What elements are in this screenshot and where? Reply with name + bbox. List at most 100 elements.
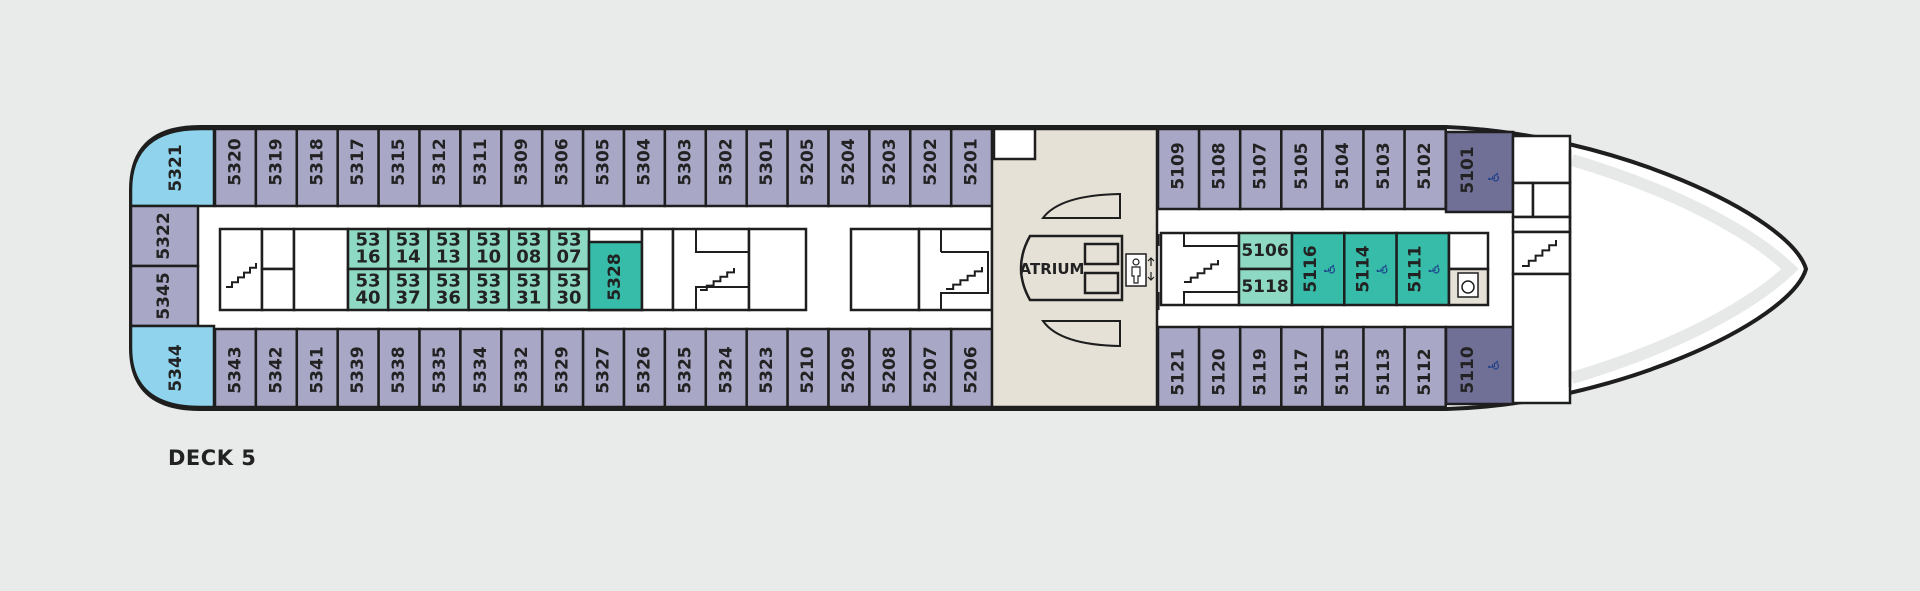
- cabin-5328[interactable]: [587, 240, 644, 312]
- cabin-5330[interactable]: [547, 267, 591, 312]
- stairwell: [671, 227, 751, 312]
- cabin-label: 5115: [1333, 348, 1353, 395]
- cabin-5205[interactable]: [786, 127, 830, 208]
- cabin-5344[interactable]: [129, 324, 216, 409]
- cabin-5206[interactable]: [949, 327, 994, 409]
- washing-machine-icon: [1457, 272, 1479, 298]
- cabin-label: 5344: [166, 344, 186, 391]
- cabin-5335[interactable]: [418, 327, 462, 409]
- cabin-5306[interactable]: [540, 127, 585, 208]
- cabin-label: 5104: [1333, 142, 1353, 189]
- cabin-5104[interactable]: [1321, 127, 1365, 211]
- cabin-5111[interactable]: [1395, 231, 1451, 307]
- cabin-5318[interactable]: [295, 127, 339, 208]
- cabin-5116[interactable]: [1290, 231, 1346, 307]
- cabin-5309[interactable]: [500, 127, 544, 208]
- cabin-5315[interactable]: [377, 127, 421, 208]
- cabin-5108[interactable]: [1197, 127, 1242, 211]
- cabin-label: 5120: [1210, 348, 1230, 395]
- cabin-5107[interactable]: [1238, 127, 1283, 211]
- cabin-5311[interactable]: [459, 127, 503, 208]
- stair-walls: [695, 229, 749, 310]
- cabin-label-bottom: 07: [556, 247, 581, 268]
- cabin-5109[interactable]: [1156, 127, 1201, 211]
- cabin-5204[interactable]: [827, 127, 871, 208]
- cabin-label-top: 53: [476, 230, 501, 251]
- cabin-label-top: 53: [355, 230, 380, 251]
- cabin-label: 5106: [1241, 241, 1288, 261]
- cabin-5342[interactable]: [254, 327, 299, 409]
- cabin-5101[interactable]: [1444, 130, 1515, 214]
- cabin-label: 5319: [266, 138, 286, 185]
- cabin-5338[interactable]: [377, 327, 421, 409]
- cabin-5339[interactable]: [336, 327, 380, 409]
- cabin-label: 5301: [757, 138, 777, 185]
- cabin-label: 5204: [839, 138, 859, 185]
- cabin-label-bottom: 08: [516, 247, 541, 268]
- cabin-label: 5118: [1241, 277, 1288, 297]
- cabin-5304[interactable]: [622, 127, 667, 208]
- service-room: [292, 227, 350, 312]
- cabin-label-top: 53: [516, 271, 541, 292]
- cabin-5115[interactable]: [1321, 325, 1365, 409]
- atrium-lobby: [1019, 234, 1124, 302]
- cabin-label: 5328: [605, 253, 625, 300]
- cabin-label: 5101: [1458, 146, 1478, 193]
- cabin-5319[interactable]: [254, 127, 299, 208]
- cabin-5317[interactable]: [336, 127, 380, 208]
- cabin-5308[interactable]: [507, 227, 551, 271]
- cabin-label: 5321: [166, 144, 186, 191]
- stairs-icon: [946, 267, 983, 290]
- service-room: [260, 267, 296, 312]
- cabin-label: 5119: [1251, 348, 1271, 395]
- cabin-label: 5332: [512, 346, 532, 393]
- cabin-label-bottom: 31: [516, 288, 541, 309]
- cabin-5345[interactable]: [129, 264, 200, 328]
- cabin-5320[interactable]: [213, 127, 258, 208]
- bow-deck-edge: [1570, 154, 1799, 384]
- elevator-sign: [1125, 253, 1147, 287]
- service-room: [1511, 272, 1572, 405]
- cabin-5207[interactable]: [909, 327, 953, 409]
- cabin-label: 5110: [1458, 346, 1478, 393]
- cabin-label: 5113: [1374, 348, 1394, 395]
- cabin-5210[interactable]: [786, 327, 830, 409]
- cabin-5121[interactable]: [1156, 325, 1201, 409]
- cabin-5314[interactable]: [386, 227, 430, 271]
- cabin-5301[interactable]: [745, 127, 789, 208]
- cabin-5324[interactable]: [704, 327, 748, 409]
- cabin-label: 5209: [839, 346, 859, 393]
- cabin-5326[interactable]: [622, 327, 667, 409]
- elevator[interactable]: [1083, 271, 1120, 295]
- elevator[interactable]: [1083, 242, 1120, 266]
- cabin-label: 5112: [1415, 348, 1435, 395]
- service-room: [747, 227, 808, 312]
- cabin-5112[interactable]: [1403, 325, 1447, 409]
- cabin-label: 5203: [880, 138, 900, 185]
- cabin-5329[interactable]: [540, 327, 585, 409]
- stairs-icon: [700, 268, 735, 291]
- cabin-label: 5105: [1292, 142, 1312, 189]
- cabin-5336[interactable]: [427, 267, 470, 312]
- cabin-5110[interactable]: [1444, 325, 1515, 406]
- cabin-label: 5117: [1292, 348, 1312, 395]
- cabin-label: 5335: [430, 346, 450, 393]
- cabin-5325[interactable]: [663, 327, 708, 409]
- cabin-5340[interactable]: [346, 267, 390, 312]
- cabin-5117[interactable]: [1280, 325, 1324, 409]
- cabin-label: 5107: [1251, 142, 1271, 189]
- cabin-5118[interactable]: [1237, 267, 1294, 307]
- cabin-5119[interactable]: [1238, 325, 1283, 409]
- cabin-label: 5306: [553, 138, 573, 185]
- cabin-label: 5207: [921, 346, 941, 393]
- cabin-label: 5201: [962, 138, 982, 185]
- cabin-label: 5111: [1406, 245, 1426, 292]
- cabin-label: 5325: [675, 346, 695, 393]
- cabin-label-bottom: 40: [355, 288, 380, 309]
- cabin-5343[interactable]: [213, 327, 258, 409]
- cabin-label-top: 53: [436, 230, 461, 251]
- cabin-5105[interactable]: [1280, 127, 1324, 211]
- cabin-5322[interactable]: [129, 204, 200, 268]
- stair-walls: [1183, 233, 1239, 305]
